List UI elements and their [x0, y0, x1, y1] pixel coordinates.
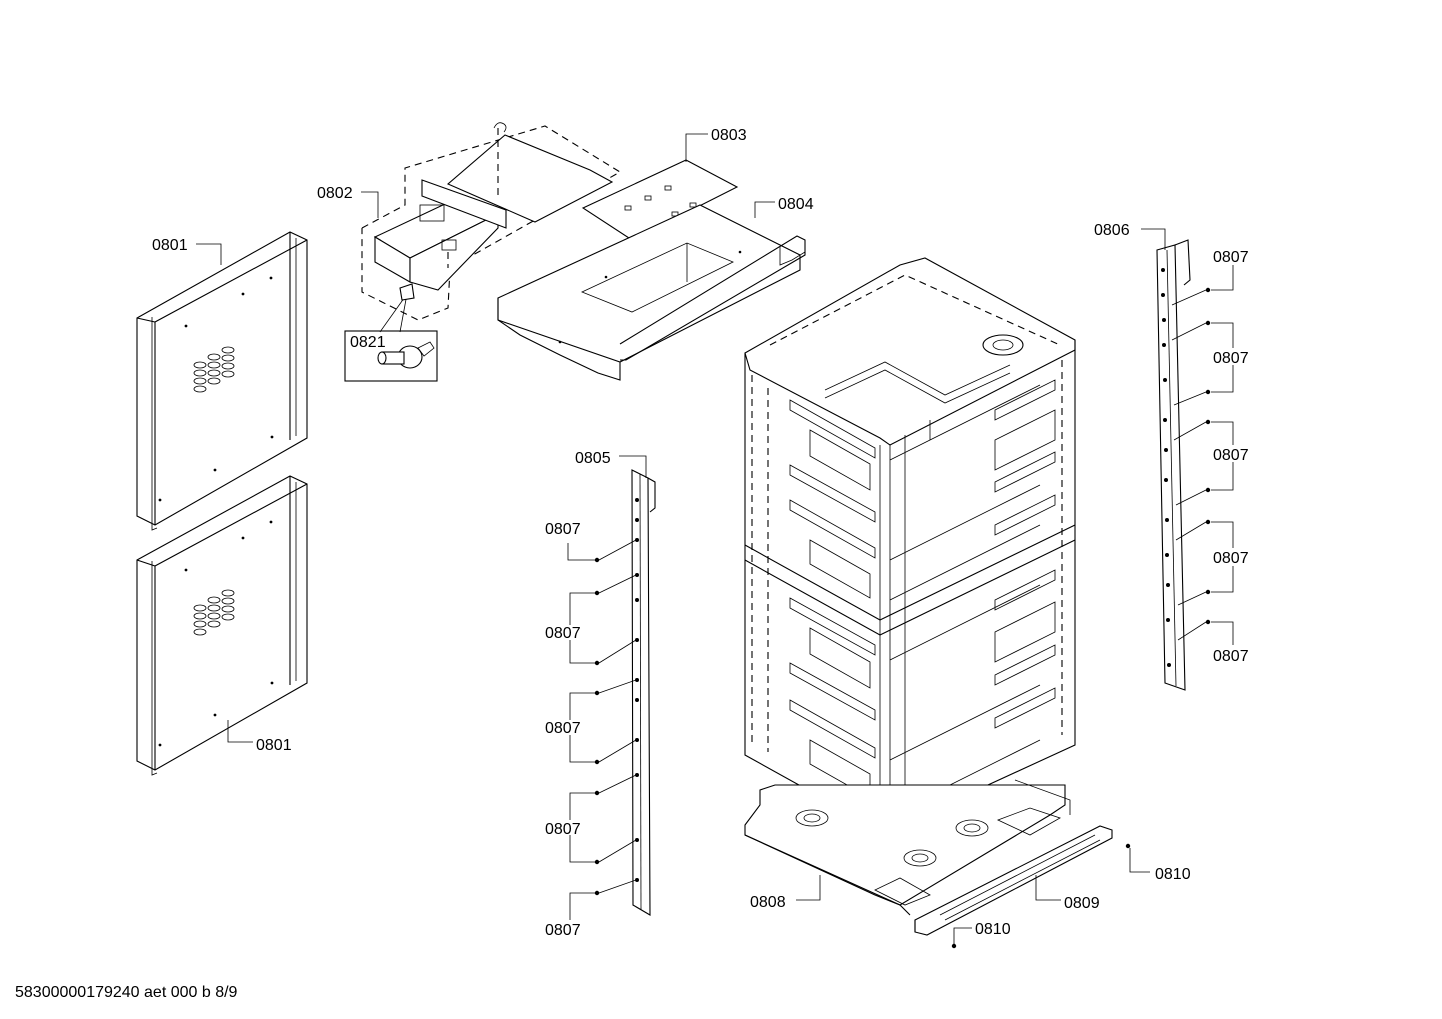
control-module-assembly — [361, 122, 622, 321]
side-rail-left-0805 — [594, 469, 656, 916]
part-labels: 0801 0801 0802 0803 0804 0805 0806 0821 … — [152, 127, 1249, 939]
label-0801-top: 0801 — [152, 237, 188, 254]
label-0806: 0806 — [1094, 222, 1130, 239]
side-panel-top — [136, 231, 308, 531]
bottom-pan-0808 — [744, 779, 1071, 916]
label-0804: 0804 — [778, 196, 814, 213]
label-0807: 0807 — [545, 625, 581, 642]
label-0809: 0809 — [1064, 895, 1100, 912]
label-0821: 0821 — [350, 334, 386, 351]
leader-lines — [196, 133, 1234, 944]
label-0807: 0807 — [545, 922, 581, 939]
label-0810: 0810 — [1155, 866, 1191, 883]
screws-0810 — [951, 843, 1131, 949]
label-0807: 0807 — [545, 720, 581, 737]
label-0805: 0805 — [575, 450, 611, 467]
air-duct-0804 — [497, 204, 806, 381]
label-0802: 0802 — [317, 185, 353, 202]
front-rail-0809 — [914, 825, 1113, 936]
label-0807: 0807 — [545, 521, 581, 538]
label-0801-bottom: 0801 — [256, 737, 292, 754]
label-0807: 0807 — [1213, 648, 1249, 665]
label-0807: 0807 — [1213, 447, 1249, 464]
side-panel-bottom — [136, 475, 308, 776]
label-0807: 0807 — [1213, 550, 1249, 567]
cover-plate-0803 — [581, 159, 739, 241]
label-0807: 0807 — [1213, 249, 1249, 266]
label-0803: 0803 — [711, 127, 747, 144]
label-0807: 0807 — [545, 821, 581, 838]
side-rail-right-0806 — [1156, 239, 1211, 691]
oven-frame-main — [744, 257, 1076, 831]
label-0808: 0808 — [750, 894, 786, 911]
label-0810: 0810 — [975, 921, 1011, 938]
sensor-part-0821 — [344, 283, 438, 382]
document-id: 58300000179240 aet 000 b 8/9 — [15, 984, 238, 1001]
label-0807: 0807 — [1213, 350, 1249, 367]
